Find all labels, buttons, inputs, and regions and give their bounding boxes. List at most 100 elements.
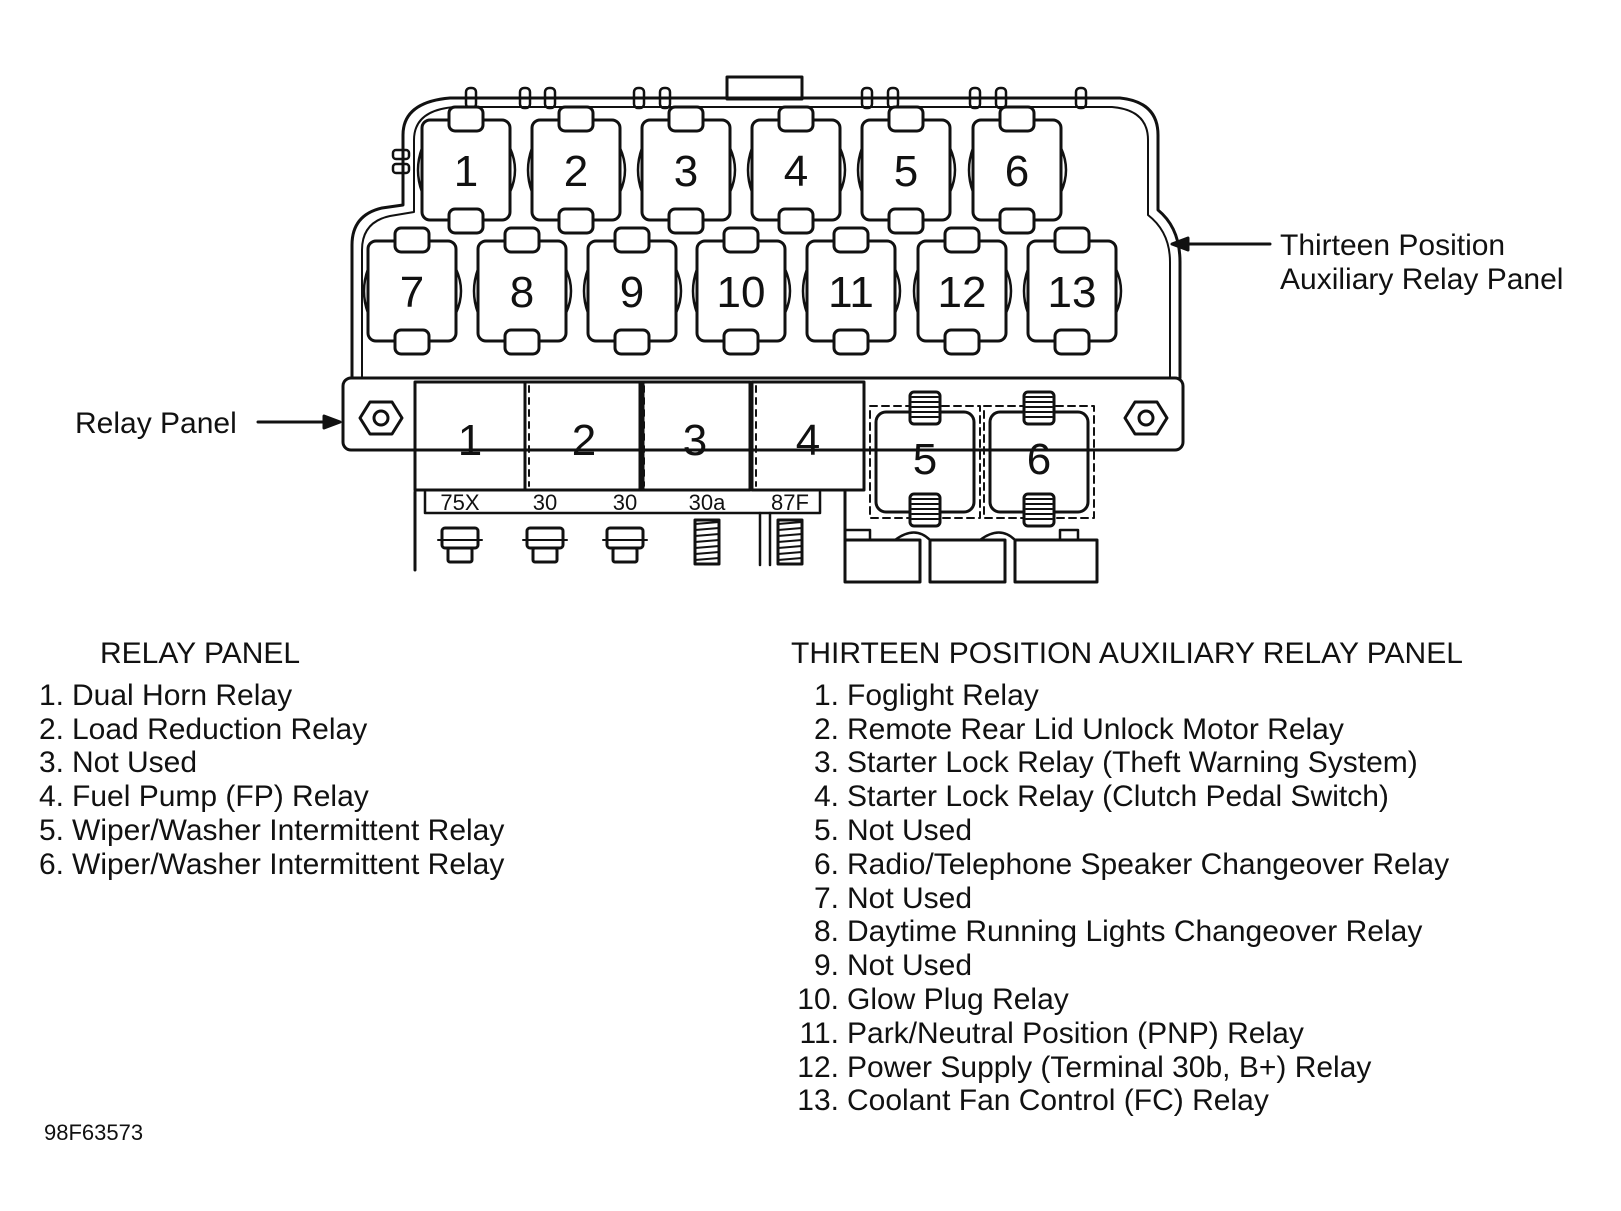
legend-text: Glow Plug Relay <box>847 982 1069 1016</box>
legend-number: 3. <box>813 746 839 780</box>
legend-number: 4. <box>38 780 64 814</box>
aux-panel-callout-line2: Auxiliary Relay Panel <box>1280 263 1563 296</box>
aux-legend-item-6: 6.Radio/Telephone Speaker Changeover Rel… <box>793 848 1463 882</box>
terminal-30: 30 <box>602 490 648 564</box>
legend-text: Load Reduction Relay <box>72 712 368 746</box>
terminal-30a: 30a <box>689 490 726 566</box>
relay-legend-item-6: 6.Wiper/Washer Intermittent Relay <box>36 848 504 882</box>
legend-text: Not Used <box>847 949 973 983</box>
aux-socket-label: 4 <box>784 147 808 196</box>
aux-socket-9: 9 <box>582 226 683 356</box>
relay-panel-relay-3: 3 <box>638 380 752 492</box>
legend-text: Foglight Relay <box>847 678 1039 712</box>
aux-legend-item-3: 3.Starter Lock Relay (Theft Warning Syst… <box>793 746 1463 780</box>
aux-socket-label: 11 <box>828 268 874 317</box>
relay-panel-relay-4: 4 <box>750 380 866 492</box>
aux-panel-legend-title: THIRTEEN POSITION AUXILIARY RELAY PANEL <box>791 637 1463 670</box>
legend-text: Park/Neutral Position (PNP) Relay <box>847 1016 1304 1050</box>
terminal-label: 30 <box>613 490 637 515</box>
mounting-bolt-right-icon <box>1123 400 1169 436</box>
relay-legend-item-3: 3.Not Used <box>36 746 504 780</box>
aux-socket-8: 8 <box>472 226 573 356</box>
relay-legend-item-4: 4.Fuel Pump (FP) Relay <box>36 780 504 814</box>
legend-text: Remote Rear Lid Unlock Motor Relay <box>847 712 1344 746</box>
legend-text: Coolant Fan Control (FC) Relay <box>847 1084 1269 1118</box>
relay-panel-relay-5: 5 <box>869 390 981 528</box>
terminal-75x: 75X <box>437 490 483 564</box>
relay-legend-item-2: 2.Load Reduction Relay <box>36 713 504 747</box>
aux-legend-item-2: 2.Remote Rear Lid Unlock Motor Relay <box>793 713 1463 747</box>
relay-panel-callout-arrow <box>256 414 342 430</box>
top-tab <box>725 75 804 101</box>
aux-socket-12: 12 <box>912 226 1013 356</box>
aux-legend-item-9: 9.Not Used <box>793 949 1463 983</box>
legend-number: 2. <box>38 712 64 746</box>
legend-text: Not Used <box>72 746 198 780</box>
relay-panel-body <box>341 376 1185 452</box>
legend-number: 9. <box>813 949 839 983</box>
aux-socket-2: 2 <box>526 105 627 235</box>
legend-number: 13. <box>797 1084 839 1118</box>
aux-socket-1: 1 <box>416 105 517 235</box>
legend-text: Fuel Pump (FP) Relay <box>72 780 369 814</box>
aux-socket-label: 10 <box>717 268 766 317</box>
terminal-30: 30 <box>522 490 568 564</box>
aux-legend-item-10: 10.Glow Plug Relay <box>793 983 1463 1017</box>
relay-panel-relay-6: 6 <box>983 390 1095 528</box>
aux-panel-legend: THIRTEEN POSITION AUXILIARY RELAY PANEL … <box>791 637 1463 1118</box>
legend-text: Starter Lock Relay (Clutch Pedal Switch) <box>847 780 1389 814</box>
aux-legend-item-8: 8.Daytime Running Lights Changeover Rela… <box>793 915 1463 949</box>
mounting-bolt-left-icon <box>358 400 404 436</box>
relay-panel-relay-label: 5 <box>913 435 937 484</box>
aux-socket-6: 6 <box>967 105 1068 235</box>
aux-legend-item-4: 4.Starter Lock Relay (Clutch Pedal Switc… <box>793 780 1463 814</box>
aux-socket-11: 11 <box>801 226 902 356</box>
aux-legend-item-1: 1.Foglight Relay <box>793 679 1463 713</box>
legend-text: Not Used <box>847 813 973 847</box>
legend-number: 1. <box>813 678 839 712</box>
legend-number: 1. <box>38 678 64 712</box>
legend-number: 10. <box>797 982 839 1016</box>
aux-socket-label: 1 <box>454 147 478 196</box>
aux-socket-5: 5 <box>856 105 957 235</box>
aux-socket-label: 5 <box>894 147 918 196</box>
relay-panel-relay-label: 6 <box>1027 435 1051 484</box>
legend-number: 3. <box>38 746 64 780</box>
legend-number: 11. <box>799 1016 839 1050</box>
aux-legend-item-13: 13.Coolant Fan Control (FC) Relay <box>793 1084 1463 1118</box>
relay-legend-item-1: 1.Dual Horn Relay <box>36 679 504 713</box>
relay-panel-relay-label: 3 <box>683 416 707 465</box>
aux-socket-3: 3 <box>636 105 737 235</box>
relay-panel-callout: Relay Panel <box>75 407 237 440</box>
legend-text: Not Used <box>847 881 973 915</box>
relay-panel-relay-2: 2 <box>523 380 645 492</box>
relay-panel-legend-title: RELAY PANEL <box>100 637 301 670</box>
legend-number: 7. <box>813 881 839 915</box>
terminal-87f: 87F <box>771 490 809 566</box>
terminal-label: 75X <box>440 490 479 515</box>
aux-socket-4: 4 <box>746 105 847 235</box>
legend-number: 5. <box>38 813 64 847</box>
aux-legend-item-11: 11.Park/Neutral Position (PNP) Relay <box>793 1017 1463 1051</box>
aux-legend-item-7: 7.Not Used <box>793 882 1463 916</box>
legend-number: 4. <box>813 780 839 814</box>
legend-text: Dual Horn Relay <box>72 678 293 712</box>
terminal-posts: 75X 30 30 30a 87F <box>437 490 809 566</box>
legend-number: 6. <box>813 847 839 881</box>
aux-socket-label: 2 <box>564 147 588 196</box>
legend-text: Power Supply (Terminal 30b, B+) Relay <box>847 1050 1372 1084</box>
legend-text: Wiper/Washer Intermittent Relay <box>72 813 505 847</box>
legend-number: 8. <box>813 915 839 949</box>
legend-number: 6. <box>38 847 64 881</box>
legend-text: Wiper/Washer Intermittent Relay <box>72 847 505 881</box>
terminal-label: 30a <box>689 490 726 515</box>
legend-number: 2. <box>813 712 839 746</box>
aux-socket-10: 10 <box>691 226 792 356</box>
aux-socket-label: 7 <box>400 268 424 317</box>
